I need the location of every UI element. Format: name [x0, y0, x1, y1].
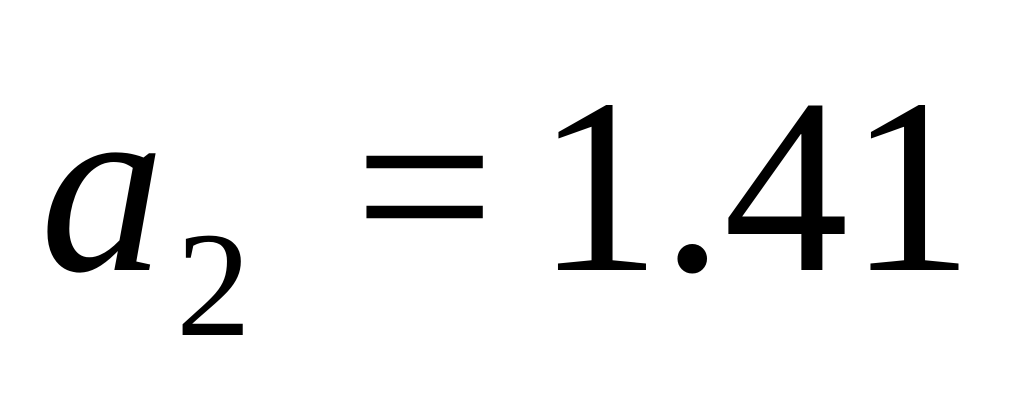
equals-sign: = [354, 48, 495, 325]
subscript-2: 2 [176, 202, 251, 368]
variable-a: a [40, 48, 165, 325]
equation-value: 1.41 [536, 48, 974, 325]
